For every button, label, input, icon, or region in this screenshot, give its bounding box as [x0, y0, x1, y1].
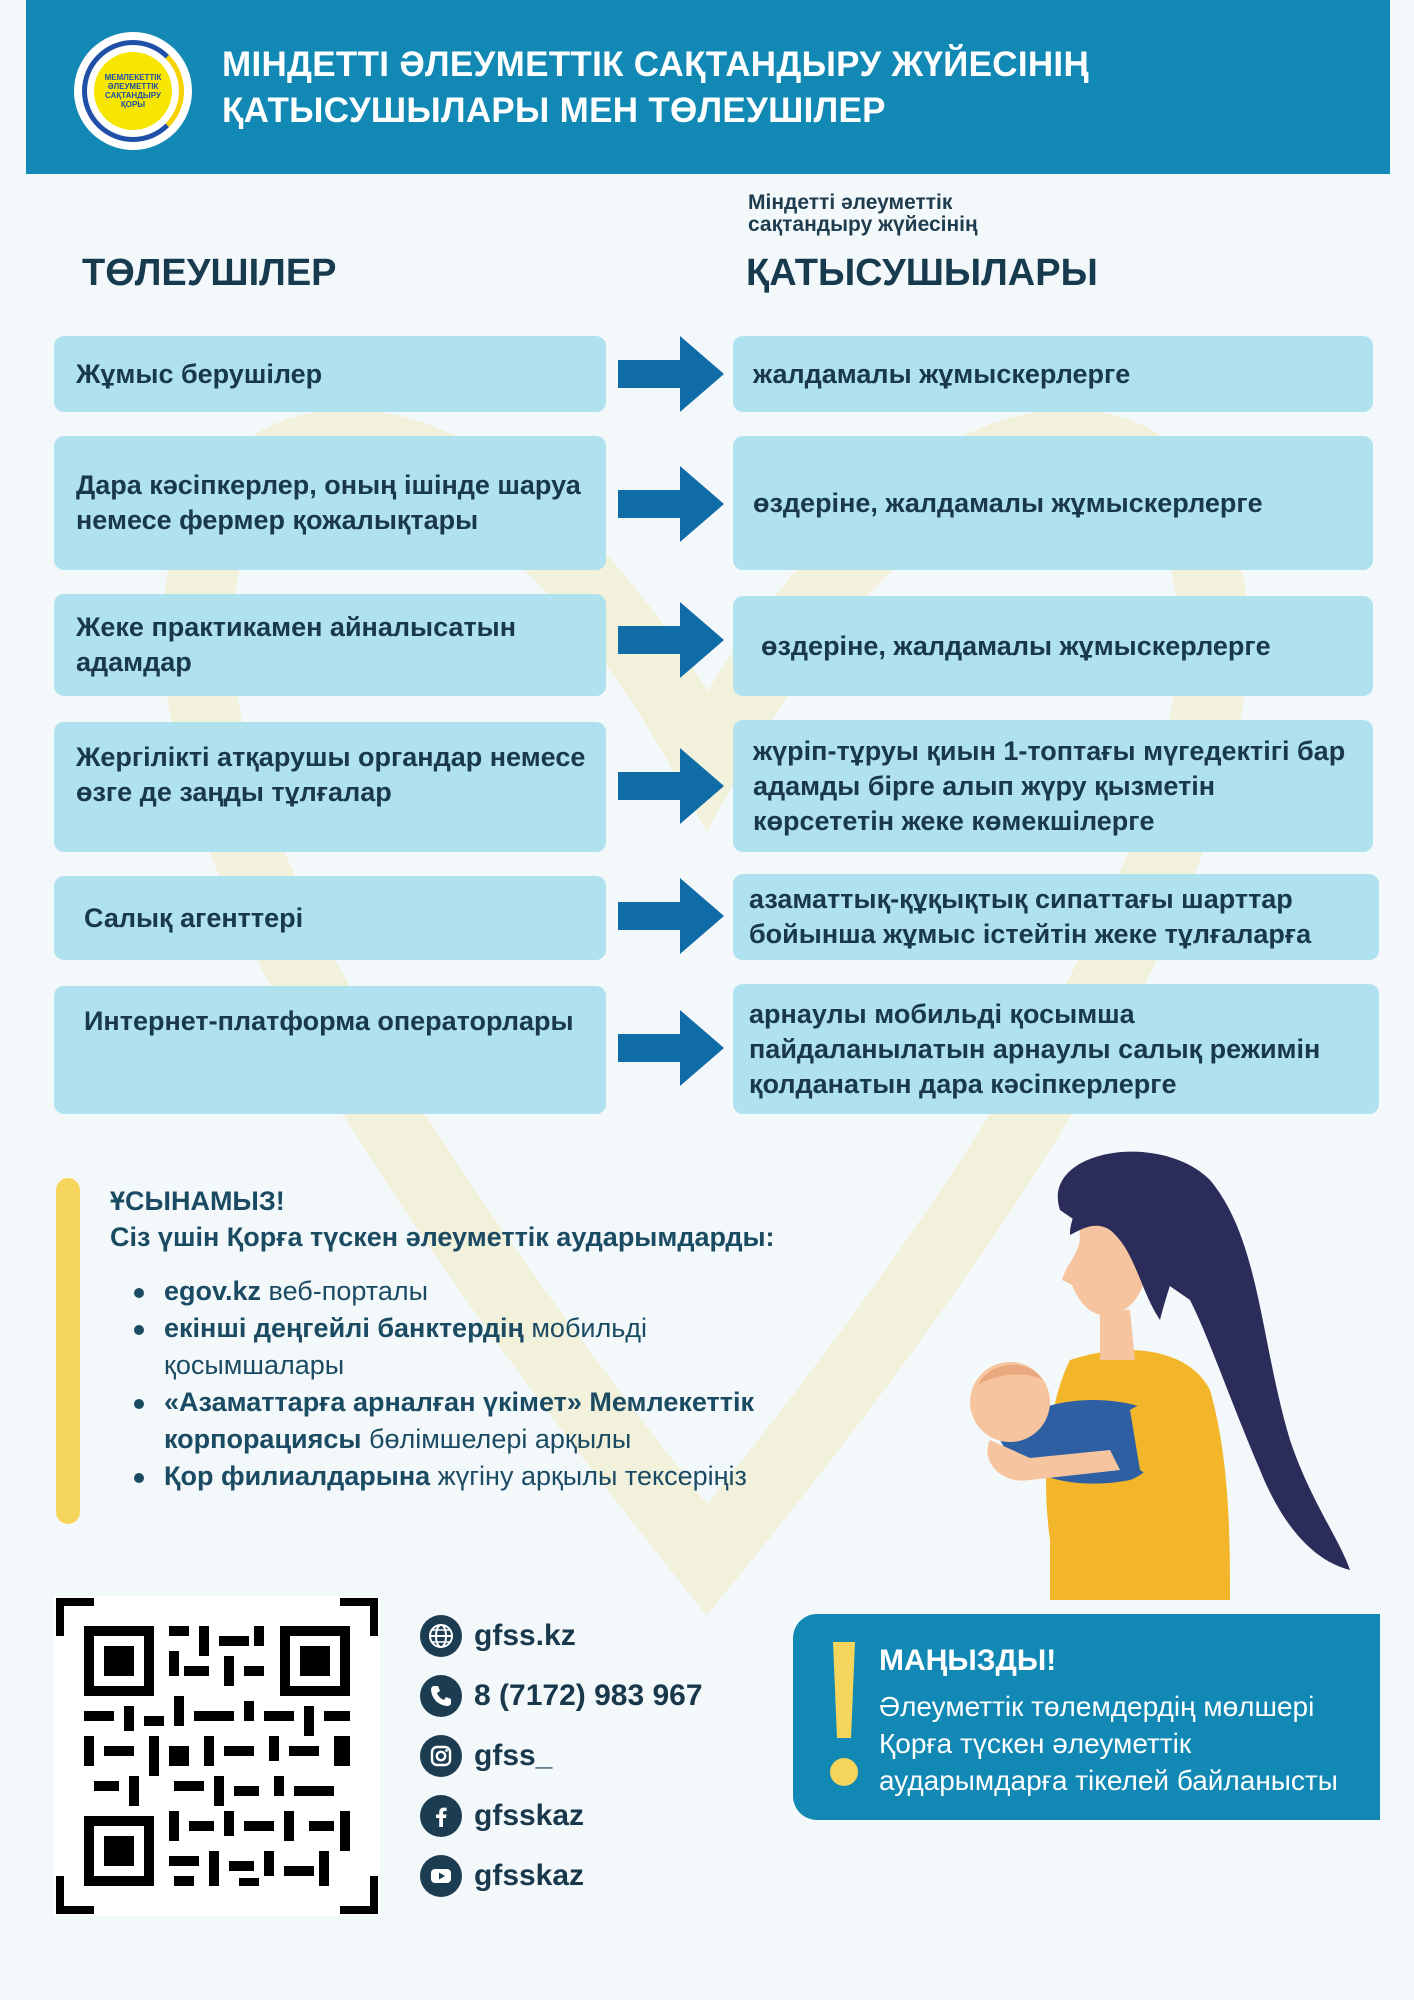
- participant-text: жүріп-тұруы қиын 1-топтағы мүгедектігі б…: [753, 735, 1346, 836]
- payer-text: Жеке практикамен айналысатын адамдар: [76, 612, 517, 677]
- bullet-icon: [134, 1399, 144, 1409]
- logo-text: МЕМЛЕКЕТТІК ӘЛЕУМЕТТІК САҚТАНДЫРУ ҚОРЫ: [104, 73, 162, 109]
- arrow-right-icon: [618, 878, 724, 954]
- payer-text: Жергілікті атқарушы органдар немесе өзге…: [76, 742, 586, 807]
- header-banner: МЕМЛЕКЕТТІК ӘЛЕУМЕТТІК САҚТАНДЫРУ ҚОРЫ М…: [26, 0, 1390, 174]
- item-text: веб-порталы: [261, 1276, 429, 1306]
- arrow-right-icon: [618, 748, 724, 824]
- bullet-icon: [134, 1473, 144, 1483]
- arrow-right-icon: [618, 1010, 724, 1086]
- contact-instagram[interactable]: gfss_: [420, 1734, 552, 1778]
- payer-box: Жергілікті атқарушы органдар немесе өзге…: [54, 722, 606, 852]
- participants-subheading: Міндетті әлеуметтік сақтандыру жүйесінің: [748, 192, 1148, 236]
- accent-bar: [56, 1178, 80, 1524]
- instagram-icon: [420, 1735, 462, 1777]
- payers-heading: ТӨЛЕУШІЛЕР: [82, 252, 337, 294]
- participant-text: арнаулы мобильді қосымша пайдаланылатын …: [749, 998, 1321, 1099]
- list-item: «Азаматтарға арналған үкімет» Мемлекетті…: [134, 1384, 834, 1458]
- payer-box: Жеке практикамен айналысатын адамдар: [54, 594, 606, 696]
- exclamation-icon: [830, 1642, 858, 1786]
- bullet-icon: [134, 1325, 144, 1335]
- contact-text: gfsskaz: [474, 1799, 585, 1832]
- list-item: Қор филиалдарына жүгіну арқылы тексеріңі…: [134, 1458, 834, 1495]
- payer-text: Жұмыс берушілер: [76, 358, 323, 389]
- bullet-icon: [134, 1288, 144, 1298]
- contact-text: gfsskaz: [474, 1859, 585, 1892]
- important-title: МАҢЫЗДЫ!: [879, 1644, 1057, 1677]
- recommendation-title: ҰСЫНАМЫЗ!: [110, 1186, 285, 1216]
- important-text: Әлеуметтік төлемдердің мөлшері Қорға түс…: [879, 1691, 1338, 1796]
- participant-box: өздеріне, жалдамалы жұмыскерлерге: [733, 436, 1373, 570]
- participant-box: арнаулы мобильді қосымша пайдаланылатын …: [733, 984, 1379, 1114]
- contact-facebook[interactable]: gfsskaz: [420, 1794, 584, 1838]
- participant-text: азаматтық-құқықтық сипаттағы шарттар бой…: [749, 884, 1312, 949]
- item-text: жүгіну арқылы тексеріңіз: [430, 1461, 747, 1491]
- subheading-line-2: сақтандыру жүйесінің: [748, 213, 978, 236]
- qr-code[interactable]: [54, 1596, 380, 1916]
- list-item: екінші деңгейлі банктердің мобильді қосы…: [134, 1310, 834, 1384]
- globe-icon: [420, 1615, 462, 1657]
- participant-text: өздеріне, жалдамалы жұмыскерлерге: [761, 630, 1271, 661]
- recommendation-list: egov.kz веб-порталы екінші деңгейлі банк…: [134, 1273, 834, 1495]
- list-item: egov.kz веб-порталы: [134, 1273, 834, 1310]
- contact-phone[interactable]: 8 (7172) 983 967: [420, 1674, 703, 1718]
- participants-heading: ҚАТЫСУШЫЛАРЫ: [746, 252, 1098, 294]
- payer-text: Салық агенттері: [84, 902, 304, 933]
- participant-text: жалдамалы жұмыскерлерге: [753, 358, 1131, 389]
- arrow-right-icon: [618, 336, 724, 412]
- payer-box: Жұмыс берушілер: [54, 336, 606, 412]
- payer-box: Дара кәсіпкерлер, оның ішінде шаруа неме…: [54, 436, 606, 570]
- payer-text: Интернет-платформа операторлары: [84, 1006, 574, 1036]
- logo-emblem: МЕМЛЕКЕТТІК ӘЛЕУМЕТТІК САҚТАНДЫРУ ҚОРЫ: [94, 52, 172, 130]
- subheading-line-1: Міндетті әлеуметтік: [748, 191, 953, 214]
- youtube-icon: [420, 1855, 462, 1897]
- contact-website[interactable]: gfss.kz: [420, 1614, 576, 1658]
- important-notice: МАҢЫЗДЫ! Әлеуметтік төлемдердің мөлшері …: [793, 1614, 1380, 1820]
- arrow-right-icon: [618, 602, 724, 678]
- payer-box: Салық агенттері: [54, 876, 606, 960]
- page-title: МІНДЕТТІ ӘЛЕУМЕТТІК САҚТАНДЫРУ ЖҮЙЕСІНІҢ…: [222, 42, 1372, 134]
- participant-box: жүріп-тұруы қиын 1-топтағы мүгедектігі б…: [733, 720, 1373, 852]
- phone-icon: [420, 1675, 462, 1717]
- logo-ring: [82, 40, 184, 142]
- item-bold: Қор филиалдарына: [164, 1461, 431, 1491]
- title-line-1: МІНДЕТТІ ӘЛЕУМЕТТІК САҚТАНДЫРУ ЖҮЙЕСІНІҢ: [222, 45, 1090, 84]
- fund-logo: МЕМЛЕКЕТТІК ӘЛЕУМЕТТІК САҚТАНДЫРУ ҚОРЫ: [74, 32, 192, 150]
- item-text: мобильді қосымшалары: [164, 1313, 648, 1380]
- mother-baby-illustration: [970, 1151, 1350, 1600]
- contact-text: gfss.kz: [474, 1619, 576, 1652]
- participant-text: өздеріне, жалдамалы жұмыскерлерге: [753, 487, 1263, 518]
- item-bold: екінші деңгейлі банктердің: [164, 1313, 524, 1343]
- participant-box: жалдамалы жұмыскерлерге: [733, 336, 1373, 412]
- payer-text: Дара кәсіпкерлер, оның ішінде шаруа неме…: [76, 470, 581, 535]
- arrow-right-icon: [618, 466, 724, 542]
- recommendation-subtitle: Сіз үшін Қорға түскен әлеуметтік аударым…: [110, 1222, 775, 1252]
- contact-text: 8 (7172) 983 967: [474, 1679, 703, 1712]
- facebook-icon: [420, 1795, 462, 1837]
- contact-text: gfss_: [474, 1739, 553, 1772]
- participant-box: азаматтық-құқықтық сипаттағы шарттар бой…: [733, 874, 1379, 960]
- title-line-2: ҚАТЫСУШЫЛАРЫ МЕН ТӨЛЕУШІЛЕР: [222, 91, 886, 130]
- item-bold: «Азаматтарға арналған үкімет» Мемлекетті…: [164, 1387, 754, 1454]
- participant-box: өздеріне, жалдамалы жұмыскерлерге: [733, 596, 1373, 696]
- payer-box: Интернет-платформа операторлары: [54, 986, 606, 1114]
- item-text: бөлімшелері арқылы: [361, 1424, 632, 1454]
- contact-youtube[interactable]: gfsskaz: [420, 1854, 584, 1898]
- item-bold: egov.kz: [164, 1276, 262, 1306]
